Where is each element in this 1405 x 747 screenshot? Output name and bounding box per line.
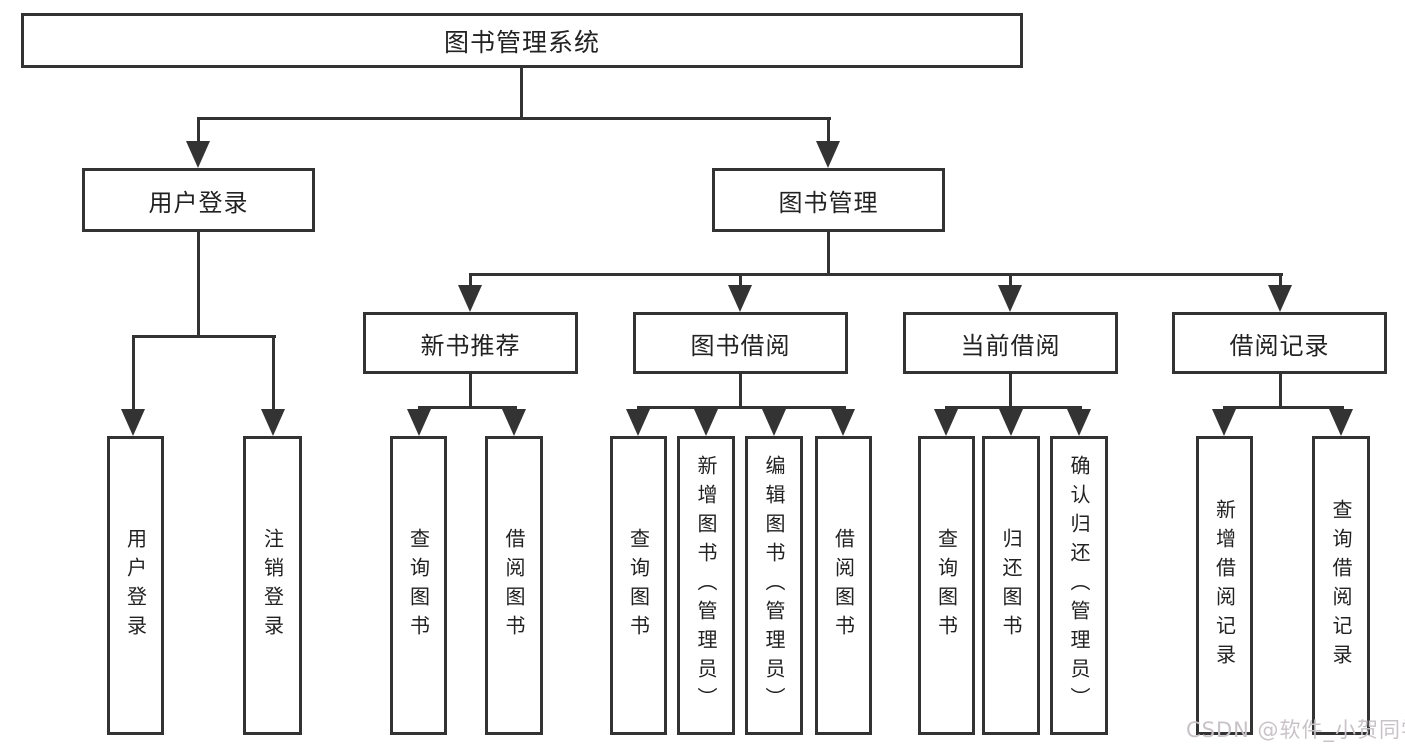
node-query-borrow-record: 查询借阅记录: [1312, 436, 1370, 735]
connector-line: [1224, 406, 1344, 409]
connector-line: [520, 68, 523, 117]
connector-line: [1009, 374, 1012, 406]
arrowhead-down-icon: [1067, 409, 1091, 436]
node-new-book-recommend: 新书推荐: [363, 312, 578, 374]
node-recommend-borrow-books: 借阅图书: [485, 436, 543, 735]
node-library-management-system: 图书管理系统: [21, 13, 1023, 68]
connector-line: [827, 232, 830, 273]
connector-line: [469, 273, 472, 289]
arrowhead-down-icon: [1268, 285, 1292, 312]
arrowhead-down-icon: [934, 409, 958, 436]
leaf-label: 查询图书: [934, 527, 959, 644]
arrowhead-down-icon: [998, 285, 1022, 312]
leaf-label: 借阅图书: [502, 527, 526, 644]
connector-line: [469, 374, 472, 406]
node-book-management: 图书管理: [712, 168, 945, 232]
node-edit-book-admin: 编辑图书（管理员）: [745, 436, 803, 735]
node-borrow-borrow-books: 借阅图书: [815, 436, 872, 735]
node-user-login: 用户登录: [82, 168, 315, 232]
connector-line: [132, 335, 135, 413]
leaf-label: 借阅图书: [831, 527, 856, 644]
connector-line: [1279, 273, 1282, 289]
connector-line: [197, 117, 200, 146]
leaf-label: 编辑图书（管理员）: [762, 455, 786, 716]
leaf-label: 新增图书（管理员）: [694, 455, 718, 716]
leaf-label: 查询图书: [626, 527, 651, 644]
arrowhead-down-icon: [831, 409, 855, 436]
connector-line: [827, 117, 830, 146]
connector-line: [197, 232, 200, 335]
connector-line: [1009, 273, 1012, 289]
arrowhead-down-icon: [1212, 409, 1236, 436]
connector-line: [739, 374, 742, 406]
arrowhead-down-icon: [407, 409, 431, 436]
arrowhead-down-icon: [186, 141, 210, 168]
node-borrow-query-books: 查询图书: [610, 436, 667, 735]
node-add-book-admin: 新增图书（管理员）: [677, 436, 735, 735]
arrowhead-down-icon: [1329, 409, 1353, 436]
csdn-watermark: CSDN @软件_小贺同学: [1186, 718, 1405, 742]
arrowhead-down-icon: [762, 409, 786, 436]
node-logout-action: 注销登录: [243, 436, 302, 735]
connector-line: [133, 335, 276, 338]
node-current-borrow: 当前借阅: [903, 312, 1118, 374]
connector-line: [419, 406, 517, 409]
connector-line: [739, 273, 742, 289]
leaf-label: 确认归还（管理员）: [1067, 455, 1091, 716]
arrowhead-down-icon: [999, 409, 1023, 436]
arrowhead-down-icon: [458, 285, 482, 312]
arrowhead-down-icon: [502, 409, 526, 436]
connector-line: [1279, 374, 1282, 406]
node-current-query-books: 查询图书: [918, 436, 975, 735]
node-user-login-action: 用户登录: [107, 436, 164, 735]
arrowhead-down-icon: [261, 409, 285, 436]
node-borrow-records: 借阅记录: [1172, 312, 1387, 374]
connector-line: [638, 406, 846, 409]
arrowhead-down-icon: [728, 285, 752, 312]
arrowhead-down-icon: [694, 409, 718, 436]
node-add-borrow-record: 新增借阅记录: [1196, 436, 1253, 735]
node-return-book: 归还图书: [982, 436, 1040, 735]
node-recommend-query-books: 查询图书: [390, 436, 447, 735]
connector-line: [272, 335, 275, 413]
leaf-label: 注销登录: [260, 527, 285, 644]
leaf-label: 归还图书: [999, 527, 1023, 644]
connector-line: [198, 117, 831, 120]
arrowhead-down-icon: [816, 141, 840, 168]
node-confirm-return-admin: 确认归还（管理员）: [1050, 436, 1108, 735]
leaf-label: 用户登录: [123, 527, 148, 644]
connector-line: [946, 406, 1082, 409]
leaf-label: 查询图书: [406, 527, 431, 644]
arrowhead-down-icon: [626, 409, 650, 436]
leaf-label: 查询借阅记录: [1329, 498, 1353, 673]
node-book-borrow: 图书借阅: [633, 312, 848, 374]
connector-line: [470, 273, 1283, 276]
arrowhead-down-icon: [121, 409, 145, 436]
leaf-label: 新增借阅记录: [1212, 498, 1237, 673]
